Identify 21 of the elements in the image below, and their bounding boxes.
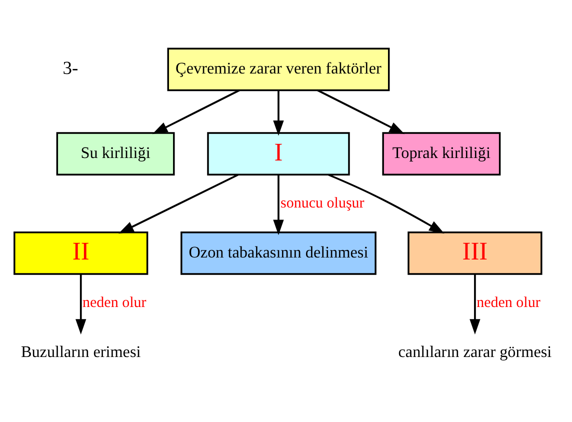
node-box: Çevremize zarar veren faktörler bbox=[167, 48, 390, 92]
edge-label: neden olur bbox=[476, 294, 540, 311]
node-box: Ozon tabakasının delinmesi bbox=[180, 232, 376, 275]
arrow bbox=[328, 174, 444, 234]
arrow bbox=[76, 274, 86, 334]
node-box: Toprak kirliliği bbox=[382, 132, 501, 176]
node-box: I bbox=[207, 132, 350, 176]
arrow bbox=[317, 89, 405, 134]
arrow bbox=[470, 274, 480, 334]
arrow bbox=[273, 175, 284, 236]
node-box: II bbox=[14, 232, 148, 275]
arrow bbox=[118, 174, 238, 234]
label: 3- bbox=[62, 58, 78, 78]
node-text: canlıların zarar görmesi bbox=[398, 344, 552, 361]
edge-label: neden olur bbox=[82, 294, 146, 311]
edge-label: sonucu oluşur bbox=[280, 195, 364, 212]
arrow bbox=[273, 90, 284, 136]
node-box: Su kirliliği bbox=[56, 132, 175, 176]
node-text: Buzulların erimesi bbox=[20, 344, 141, 361]
node-box: III bbox=[408, 232, 542, 275]
arrow bbox=[152, 89, 240, 134]
